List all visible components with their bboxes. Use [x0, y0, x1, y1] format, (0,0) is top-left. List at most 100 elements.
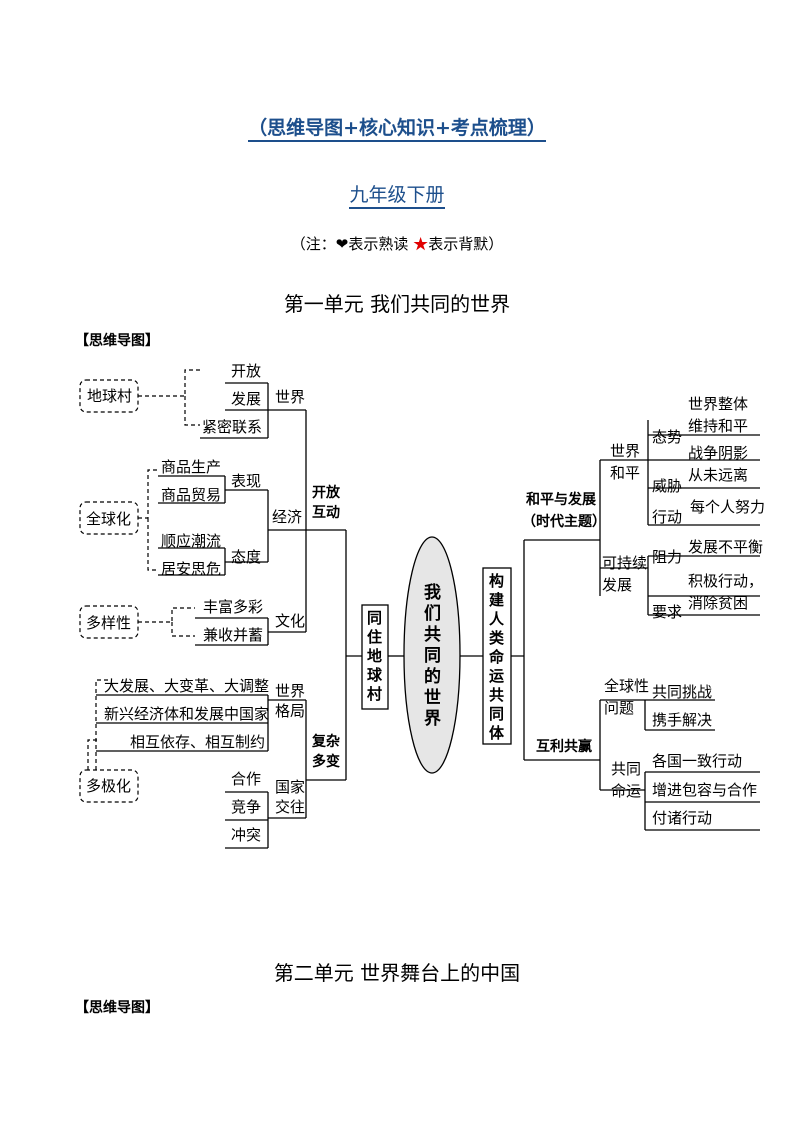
sustainable-label-line-1: 发展 — [602, 576, 633, 594]
center-node-text-line-1: 们 — [424, 604, 441, 624]
left-main-text-line-0: 同 — [366, 609, 382, 627]
open-interact-label: 开放互动 — [312, 483, 340, 523]
threat-items: 战争阴影从未远离 — [688, 442, 748, 486]
obstacle-item-0: 发展不平衡 — [688, 538, 764, 556]
culture-item-0: 丰富多彩 — [203, 598, 264, 616]
complex-label: 复杂多变 — [312, 732, 340, 772]
peace-dev-label: 和平与发展 — [526, 492, 596, 508]
unit2-section-label: 【思维导图】 — [75, 1000, 159, 1016]
left-main-text-line-2: 地 — [366, 647, 382, 665]
right-main-text-line-8: 体 — [488, 724, 504, 742]
world-pattern-label: 世界格局 — [275, 681, 305, 721]
center-node-text-line-5: 世 — [424, 688, 441, 708]
mutual-label: 互利共赢 — [536, 739, 592, 755]
intl-item-2: 冲突 — [231, 826, 262, 844]
requirement-label: 要求 — [652, 603, 683, 621]
action-label: 行动 — [652, 508, 683, 526]
sustainable-label: 可持续发展 — [602, 552, 647, 596]
complex-label-line-1: 多变 — [312, 754, 340, 770]
complex-label-line-0: 复杂 — [312, 734, 340, 750]
center-node-text-line-4: 的 — [424, 667, 441, 687]
world-pattern-label-line-1: 格局 — [275, 702, 306, 720]
attitude-label: 态度 — [231, 548, 262, 566]
world-peace-label: 世界和平 — [610, 440, 640, 484]
requirement-items-line-1: 消除贫困 — [688, 594, 749, 612]
world-label: 世界 — [275, 388, 306, 406]
heart-icon: ❤ — [335, 235, 349, 253]
world-peace-label-line-1: 和平 — [610, 464, 641, 482]
global-village-label: 地球村 — [87, 387, 133, 405]
right-main-text-line-1: 建 — [488, 591, 504, 609]
situation-items-line-0: 世界整体 — [688, 395, 749, 413]
multipolar-label: 多极化 — [86, 777, 132, 795]
obstacle-label: 阻力 — [652, 548, 683, 566]
center-node-text-line-6: 界 — [424, 709, 441, 729]
global-village-item-2: 紧密联系 — [202, 418, 263, 436]
center-node-text-line-2: 共 — [424, 625, 441, 645]
common-fate-label-line-1: 命运 — [611, 782, 642, 800]
open-interact-label-line-0: 开放 — [312, 485, 340, 501]
fate-item-2: 付诸行动 — [652, 809, 713, 827]
economy-label: 经济 — [272, 508, 303, 526]
pattern-item-0: 大发展、大变革、大调整 — [104, 677, 270, 695]
era-theme-label: （时代主题） — [522, 514, 606, 530]
global-issue-label-line-1: 问题 — [604, 699, 635, 717]
sustainable-label-line-0: 可持续 — [602, 554, 648, 572]
situation-label: 态势 — [652, 428, 683, 446]
left-main-text-line-1: 住 — [366, 628, 382, 646]
center-node — [403, 536, 461, 774]
right-main-text-line-4: 命 — [488, 648, 504, 666]
diversity-label: 多样性 — [86, 614, 132, 632]
center-node-text-line-3: 同 — [424, 646, 441, 666]
right-main-text-line-5: 运 — [488, 667, 504, 685]
global-village-item-1: 发展 — [231, 390, 262, 408]
situation-items-line-1: 维持和平 — [688, 417, 749, 435]
left-main-box — [361, 604, 389, 710]
issue-item-0: 共同挑战 — [652, 683, 713, 701]
right-main-text-line-6: 共 — [488, 686, 504, 704]
threat-items-line-1: 从未远离 — [688, 466, 749, 484]
intl-item-1: 竞争 — [231, 798, 262, 816]
center-node-text: 我们共同的世界 — [423, 583, 442, 730]
unit2-title: 第二单元 世界舞台上的中国 — [273, 961, 521, 985]
unit1-title: 第一单元 我们共同的世界 — [283, 292, 511, 316]
action-item-0: 每个人努力 — [690, 498, 766, 516]
right-main-text: 构建人类命运共同体 — [488, 572, 505, 743]
world-peace-label-line-0: 世界 — [610, 442, 641, 460]
document-subtitle: （思维导图+核心知识+考点梳理） — [0, 113, 794, 142]
fate-item-1: 增进包容与合作 — [652, 781, 758, 799]
unit1-section-label: 【思维导图】 — [75, 333, 159, 349]
star-icon: ★ — [413, 235, 429, 253]
global-issue-label-line-0: 全球性 — [604, 677, 650, 695]
left-main-text: 同住地球村 — [366, 609, 383, 704]
globalization-label: 全球化 — [86, 510, 132, 528]
intl-label-line-1: 交往 — [275, 798, 306, 816]
intl-label-line-0: 国家 — [275, 778, 306, 796]
show-item-1: 商品贸易 — [161, 486, 222, 504]
left-main-text-line-4: 村 — [366, 685, 382, 703]
common-fate-label-line-0: 共同 — [611, 760, 642, 778]
global-village-item-0: 开放 — [231, 362, 262, 380]
issue-item-1: 携手解决 — [652, 711, 713, 729]
right-main-text-line-7: 同 — [488, 705, 504, 723]
threat-items-line-0: 战争阴影 — [688, 444, 749, 462]
culture-item-1: 兼收并蓄 — [203, 626, 264, 644]
intl-item-0: 合作 — [231, 770, 262, 788]
legend-note: （注：❤表示熟读 ★表示背默） — [290, 235, 504, 253]
fate-item-0: 各国一致行动 — [652, 752, 743, 770]
right-main-text-line-2: 人 — [488, 610, 504, 628]
intl-label: 国家交往 — [275, 777, 305, 817]
grade-title: 九年级下册 — [0, 180, 794, 209]
global-issue-label: 全球性问题 — [604, 675, 649, 719]
common-fate-label: 共同命运 — [611, 758, 641, 802]
left-main-text-line-3: 球 — [366, 666, 382, 684]
requirement-items-line-0: 积极行动， — [688, 572, 764, 590]
open-interact-label-line-1: 互动 — [312, 505, 340, 521]
attitude-item-1: 居安思危 — [161, 560, 222, 578]
show-label: 表现 — [231, 472, 262, 490]
situation-items: 世界整体维持和平 — [688, 393, 748, 437]
right-main-text-line-3: 类 — [488, 629, 504, 647]
pattern-item-2: 相互依存、相互制约 — [130, 733, 266, 751]
center-node-text-line-0: 我 — [424, 583, 441, 603]
